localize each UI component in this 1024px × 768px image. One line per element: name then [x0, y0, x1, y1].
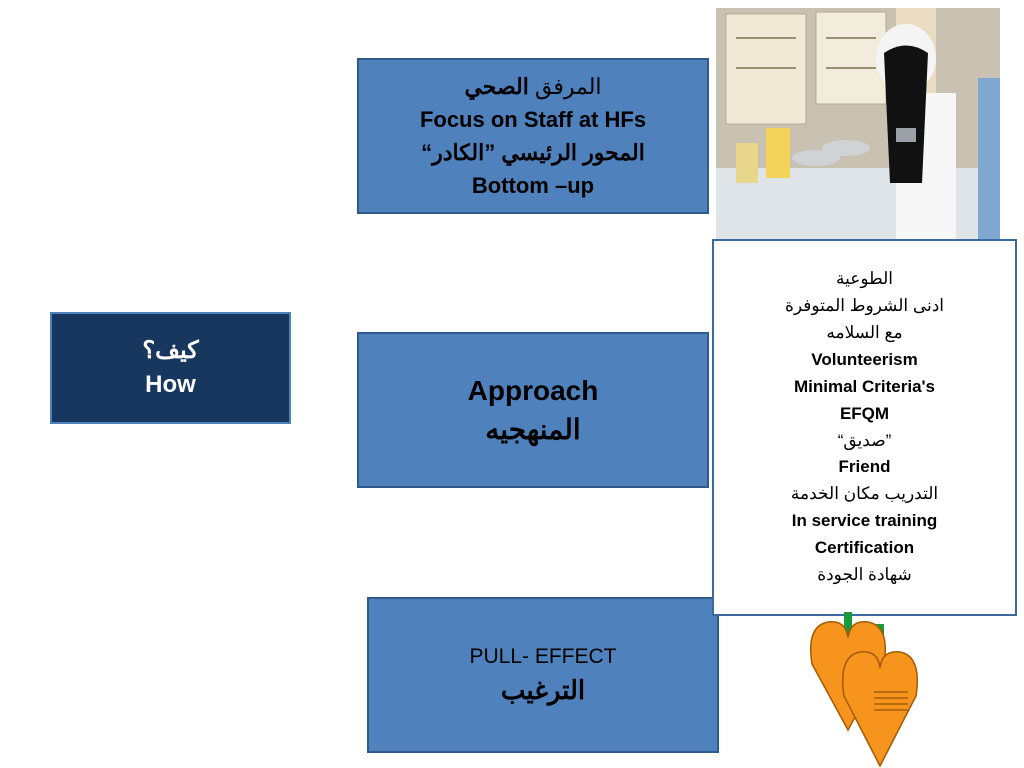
focus-line1-regular: المرفق	[535, 74, 602, 99]
criteria-box: الطوعية ادنى الشروط المتوفرة مع السلامه …	[712, 239, 1017, 616]
how-arabic: كيف؟	[142, 337, 199, 365]
criteria-item: ”صديق“	[837, 430, 892, 450]
focus-line1-bold: الصحي	[464, 74, 529, 99]
leaf-front	[842, 651, 918, 768]
criteria-item: شهادة الجودة	[817, 564, 912, 584]
approach-arabic: المنهجيه	[485, 414, 581, 445]
criteria-item: الطوعية	[835, 269, 894, 289]
focus-line2: Focus on Staff at HFs	[419, 107, 647, 132]
focus-box: المرفق الصحي Focus on Staff at HFs المحو…	[357, 58, 709, 214]
stem-left	[844, 612, 852, 634]
how-english: How	[145, 371, 196, 398]
pull-effect-box: PULL- EFFECT الترغيب	[367, 597, 719, 753]
criteria-item: ادنى الشروط المتوفرة	[784, 296, 945, 316]
focus-line3: المحور الرئيسي ”الكادر“	[421, 140, 645, 165]
pull-english: PULL- EFFECT	[469, 645, 617, 669]
approach-box: Approach المنهجيه	[357, 332, 709, 488]
criteria-item: مع السلامه	[826, 323, 903, 343]
criteria-item: Certification	[814, 537, 915, 557]
criteria-item: In service training	[791, 511, 938, 531]
pull-arabic: الترغيب	[500, 674, 586, 705]
criteria-item: التدريب مكان الخدمة	[790, 484, 939, 504]
criteria-item: Minimal Criteria's	[793, 376, 936, 396]
how-box: كيف؟ How	[50, 312, 291, 424]
criteria-item: Friend	[838, 457, 891, 477]
leaf-tags-graphic	[810, 612, 918, 768]
criteria-item: EFQM	[839, 403, 890, 423]
criteria-item: Volunteerism	[811, 349, 918, 369]
focus-line1: المرفق الصحي	[464, 70, 601, 103]
staff-photo	[716, 8, 1000, 240]
approach-english: Approach	[467, 374, 599, 406]
focus-line4: Bottom –up	[471, 173, 595, 198]
